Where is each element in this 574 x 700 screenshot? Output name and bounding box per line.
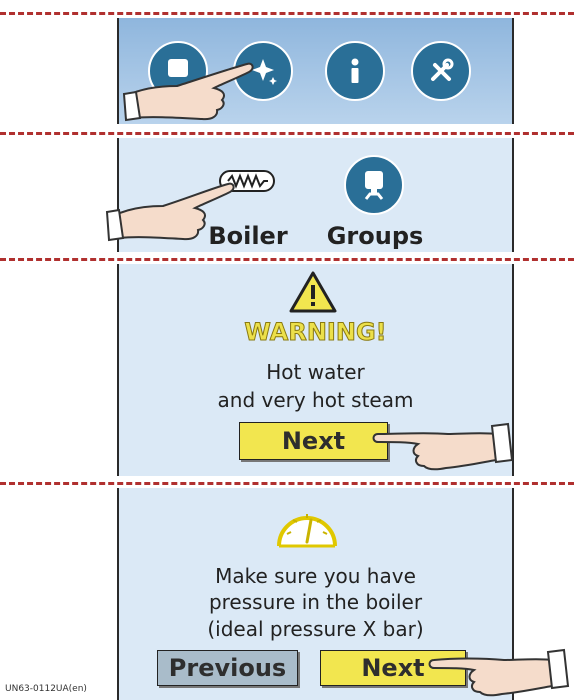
tools-icon[interactable]: [411, 41, 471, 101]
pointing-hand-icon: [366, 404, 516, 474]
info-icon[interactable]: [325, 41, 385, 101]
previous-button[interactable]: Previous: [157, 650, 298, 686]
pointing-hand-icon: [422, 632, 572, 700]
warning-title: WARNING!: [117, 318, 514, 346]
warning-icon: [288, 270, 338, 314]
divider-line: [0, 12, 574, 15]
pressure-line-2: pressure in the boiler: [117, 590, 514, 614]
gauge-icon: [273, 500, 341, 550]
divider-line: [0, 132, 574, 135]
pointing-hand-icon: [122, 56, 262, 126]
pressure-line-1: Make sure you have: [117, 564, 514, 588]
divider-line: [0, 482, 574, 485]
divider-line: [0, 258, 574, 261]
groups-icon[interactable]: [344, 155, 404, 215]
document-code: UN63-0112UA(en): [5, 684, 87, 694]
warning-line-1: Hot water: [117, 360, 514, 384]
groups-label[interactable]: Groups: [320, 222, 430, 250]
pointing-hand-icon: [103, 176, 243, 246]
